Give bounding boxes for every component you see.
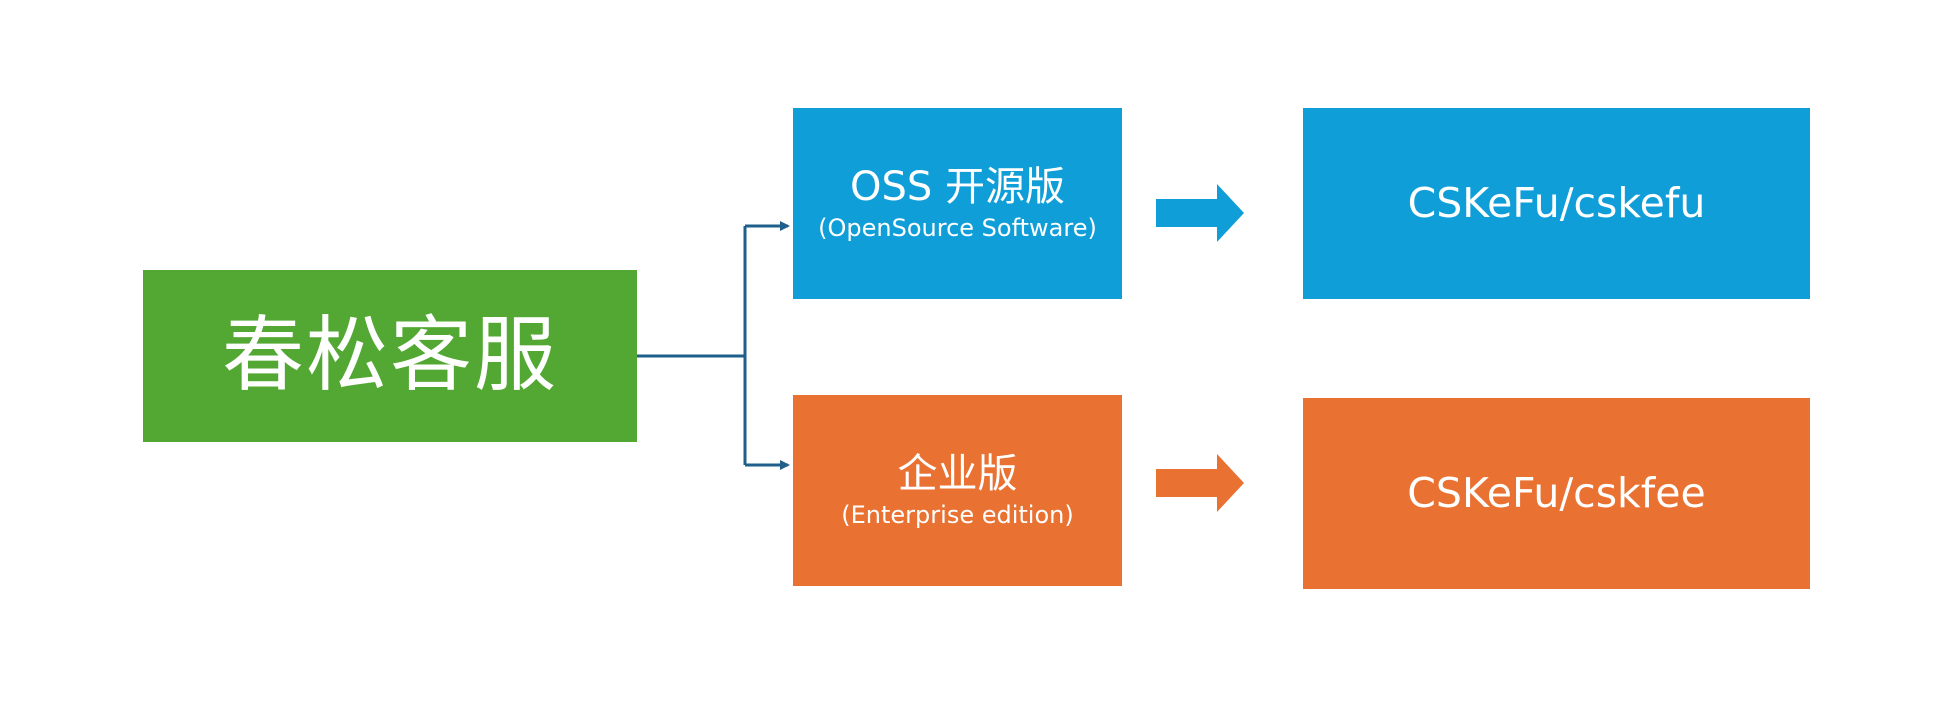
oss-edition-subtitle: (OpenSource Software): [818, 213, 1097, 242]
oss-repo-node: CSKeFu/cskefu: [1303, 108, 1810, 299]
root-node: 春松客服: [143, 270, 637, 442]
oss-repo-label: CSKeFu/cskefu: [1407, 179, 1706, 227]
oss-edition-node: OSS 开源版 (OpenSource Software): [793, 108, 1122, 299]
enterprise-edition-subtitle: (Enterprise edition): [841, 500, 1074, 529]
oss-block-arrow: [1156, 184, 1244, 242]
enterprise-block-arrow: [1156, 454, 1244, 512]
enterprise-repo-node: CSKeFu/cskfee: [1303, 398, 1810, 589]
root-label: 春松客服: [221, 308, 558, 403]
enterprise-edition-node: 企业版 (Enterprise edition): [793, 395, 1122, 586]
enterprise-repo-label: CSKeFu/cskfee: [1407, 469, 1706, 517]
enterprise-edition-title: 企业版: [897, 450, 1018, 497]
oss-edition-title: OSS 开源版: [850, 163, 1065, 210]
